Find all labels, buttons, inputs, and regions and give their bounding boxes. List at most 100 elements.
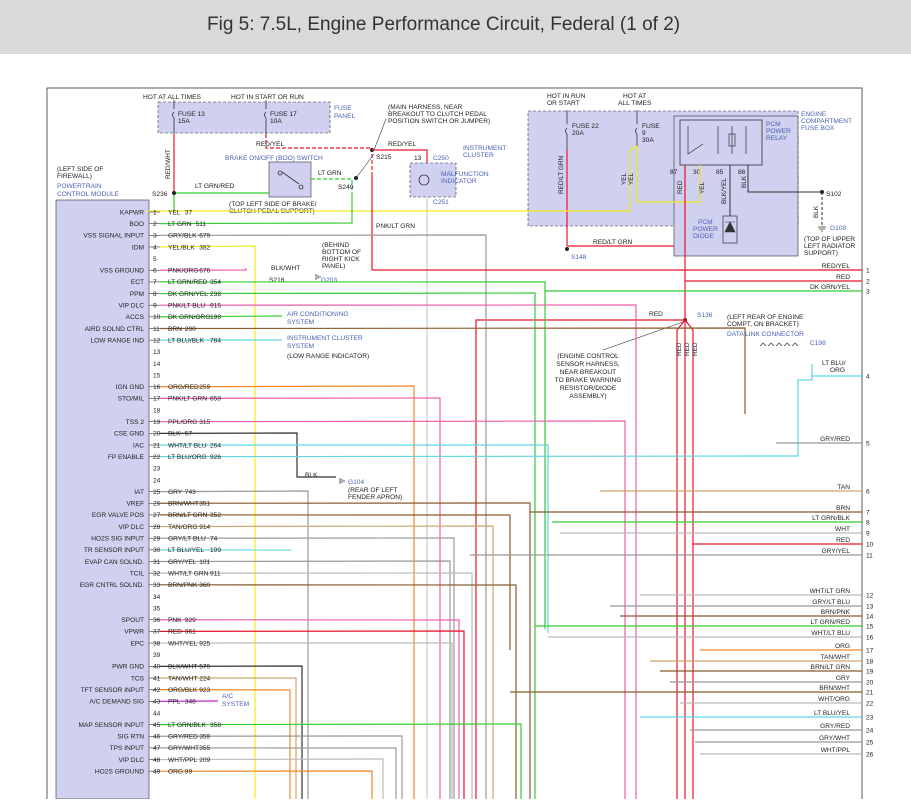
dlc-note-2: COMPT, ON BRACKET) bbox=[727, 321, 799, 328]
right-wire-color: TAN bbox=[837, 484, 850, 491]
right-wire-color: GRY/LT BLU bbox=[812, 599, 850, 606]
red-ltgrn-h-label: RED/LT GRN bbox=[593, 239, 633, 246]
blk-g108-label: BLK bbox=[813, 205, 820, 218]
red-fan-2: RED bbox=[684, 342, 691, 356]
g104-ground-icon bbox=[340, 478, 344, 484]
pin-wire-color: BRN/WHT bbox=[168, 501, 199, 508]
s102-label: S102 bbox=[826, 191, 842, 198]
pcm-pin-number: 29 bbox=[153, 536, 161, 543]
g104-label: G104 bbox=[348, 479, 364, 486]
pin-wire-color: TAN/ORG bbox=[168, 524, 198, 531]
pin-wire-color: LT GRN/RED bbox=[168, 279, 208, 286]
boo-switch-label: BRAKE ON/OFF (BOO) SWITCH bbox=[225, 155, 323, 162]
pcm-pin-number: 37 bbox=[153, 629, 161, 636]
right-wire-number: 5 bbox=[866, 441, 870, 448]
right-wire-number: 11 bbox=[866, 553, 873, 560]
pcm-pin-name: EGR CNTRL SOLND. bbox=[80, 582, 144, 589]
fuse13-amp: 15A bbox=[178, 118, 190, 125]
low-range-note: (LOW RANGE INDICATOR) bbox=[287, 353, 369, 360]
pcm-pin-number: 49 bbox=[153, 769, 161, 776]
red-ltgrn-v-label: RED/LT GRN bbox=[558, 156, 565, 194]
pcm-pin-name: A/C DEMAND SIG bbox=[89, 699, 144, 706]
lt-grn-red-label: LT GRN/RED bbox=[195, 183, 235, 190]
pin-wire-color: PNK/ORG bbox=[168, 268, 198, 275]
pcm-pin-number: 3 bbox=[153, 233, 157, 240]
pcm-pin-name: MAP SENSOR INPUT bbox=[79, 722, 144, 729]
boo-note-1: (TOP LEFT SIDE OF BRAKE/ bbox=[229, 201, 317, 208]
right-wire-number: 4 bbox=[866, 374, 870, 381]
pin-circuit-number: 925 bbox=[199, 640, 210, 647]
fuse9-label-b: 9 bbox=[642, 130, 646, 137]
pcm-pin-number: 46 bbox=[153, 734, 161, 741]
pcm-pin-name: EPC bbox=[130, 640, 144, 647]
wiring-diagram: (LEFT SIDE OF FIREWALL) POWERTRAIN CONTR… bbox=[0, 54, 911, 804]
right-wire-color: LT GRN/BLK bbox=[812, 515, 850, 522]
pcm-pin-number: 10 bbox=[153, 314, 161, 321]
pin-circuit-number: 354 bbox=[210, 279, 221, 286]
eng-box-3: FUSE BOX bbox=[801, 125, 835, 132]
pcm-pin-number: 40 bbox=[153, 664, 161, 671]
pin-circuit-number: 358 bbox=[210, 722, 221, 729]
s148-splice bbox=[565, 247, 569, 251]
cluster-label-2: CLUSTER bbox=[463, 152, 494, 159]
pcm-pin-number: 26 bbox=[153, 501, 161, 508]
s148-label: S148 bbox=[571, 254, 587, 261]
pcm-pin-name: LOW RANGE IND bbox=[91, 337, 145, 344]
pin-wire-color: GRY/BLK bbox=[168, 233, 197, 240]
right-wire-number: 18 bbox=[866, 659, 874, 666]
pin-circuit-number: 57 bbox=[185, 431, 193, 438]
pcm-pin-number: 1 bbox=[153, 209, 157, 216]
pin-circuit-number: 743 bbox=[185, 489, 196, 496]
pcm-pin-name: KAPWR bbox=[120, 209, 144, 216]
pin-circuit-number: 658 bbox=[210, 396, 221, 403]
wire-trace bbox=[160, 759, 383, 799]
main-harness-note-1: (MAIN HARNESS, NEAR bbox=[388, 104, 463, 111]
wire-trace bbox=[160, 421, 625, 799]
pcm-pin-name: HO2S SIG INPUT bbox=[91, 536, 144, 543]
pin-wire-color: LT BLU/BLK bbox=[168, 337, 205, 344]
pin-circuit-number: 348 bbox=[185, 699, 196, 706]
wire-red-fanout bbox=[677, 320, 693, 799]
harness-leader bbox=[374, 119, 386, 150]
pin-circuit-number: 360 bbox=[199, 582, 210, 589]
pcm-pin-name: SIG RTN bbox=[117, 734, 144, 741]
s236-label: S236 bbox=[152, 191, 168, 198]
wire-trace bbox=[160, 328, 745, 414]
pcm-pin-number: 44 bbox=[153, 710, 161, 717]
pcm-pin-name: VSS GROUND bbox=[100, 268, 145, 275]
s240-leader bbox=[356, 154, 374, 178]
eng-box-2: COMPARTMENT bbox=[801, 118, 852, 125]
right-wire-color: BRN/WHT bbox=[819, 685, 850, 692]
pcm-pin-name: TCS bbox=[131, 675, 145, 682]
pin-wire-color: LT BLU/YEL bbox=[168, 547, 204, 554]
s136-label: S136 bbox=[697, 312, 713, 319]
blk-86-label: BLK bbox=[741, 175, 748, 188]
pin-wire-color: YEL bbox=[168, 209, 181, 216]
pcm-pin-number: 2 bbox=[153, 221, 157, 228]
pcm-pin-number: 13 bbox=[153, 349, 161, 356]
pin-wire-color: TAN/WHT bbox=[168, 675, 198, 682]
pin-wire-color: GRY bbox=[168, 489, 183, 496]
behind-note-1: (BEHIND bbox=[322, 242, 349, 249]
pcm-pin-name: CSE GND bbox=[114, 431, 144, 438]
acs-label-1: A/C bbox=[222, 693, 233, 700]
pin-circuit-number: 382 bbox=[199, 244, 210, 251]
right-wire-number: 9 bbox=[866, 531, 870, 538]
pcm-pin-name: IDM bbox=[132, 244, 144, 251]
pin-wire-color: BLK bbox=[168, 431, 181, 438]
mil-label-1: MALFUNCTION bbox=[441, 171, 489, 178]
pin-circuit-number: 199 bbox=[210, 547, 221, 554]
pcm-relay-2: POWER bbox=[766, 128, 791, 135]
pin-circuit-number: 224 bbox=[199, 675, 210, 682]
red-fan-1: RED bbox=[676, 342, 683, 356]
right-wire-number: 19 bbox=[866, 669, 874, 676]
pin-circuit-number: 570 bbox=[199, 664, 210, 671]
pcm-pin-name: AIRD SOLND CTRL bbox=[85, 326, 145, 333]
fuse22-amp: 20A bbox=[572, 130, 584, 137]
right-wire-number: 26 bbox=[866, 752, 874, 759]
pcm-pin-name: VIP DLC bbox=[118, 303, 144, 310]
g203-ground-icon bbox=[316, 274, 320, 280]
s236-splice bbox=[172, 191, 176, 195]
right-wire-number: 21 bbox=[866, 690, 874, 697]
right-wire-number: 14 bbox=[866, 614, 874, 621]
